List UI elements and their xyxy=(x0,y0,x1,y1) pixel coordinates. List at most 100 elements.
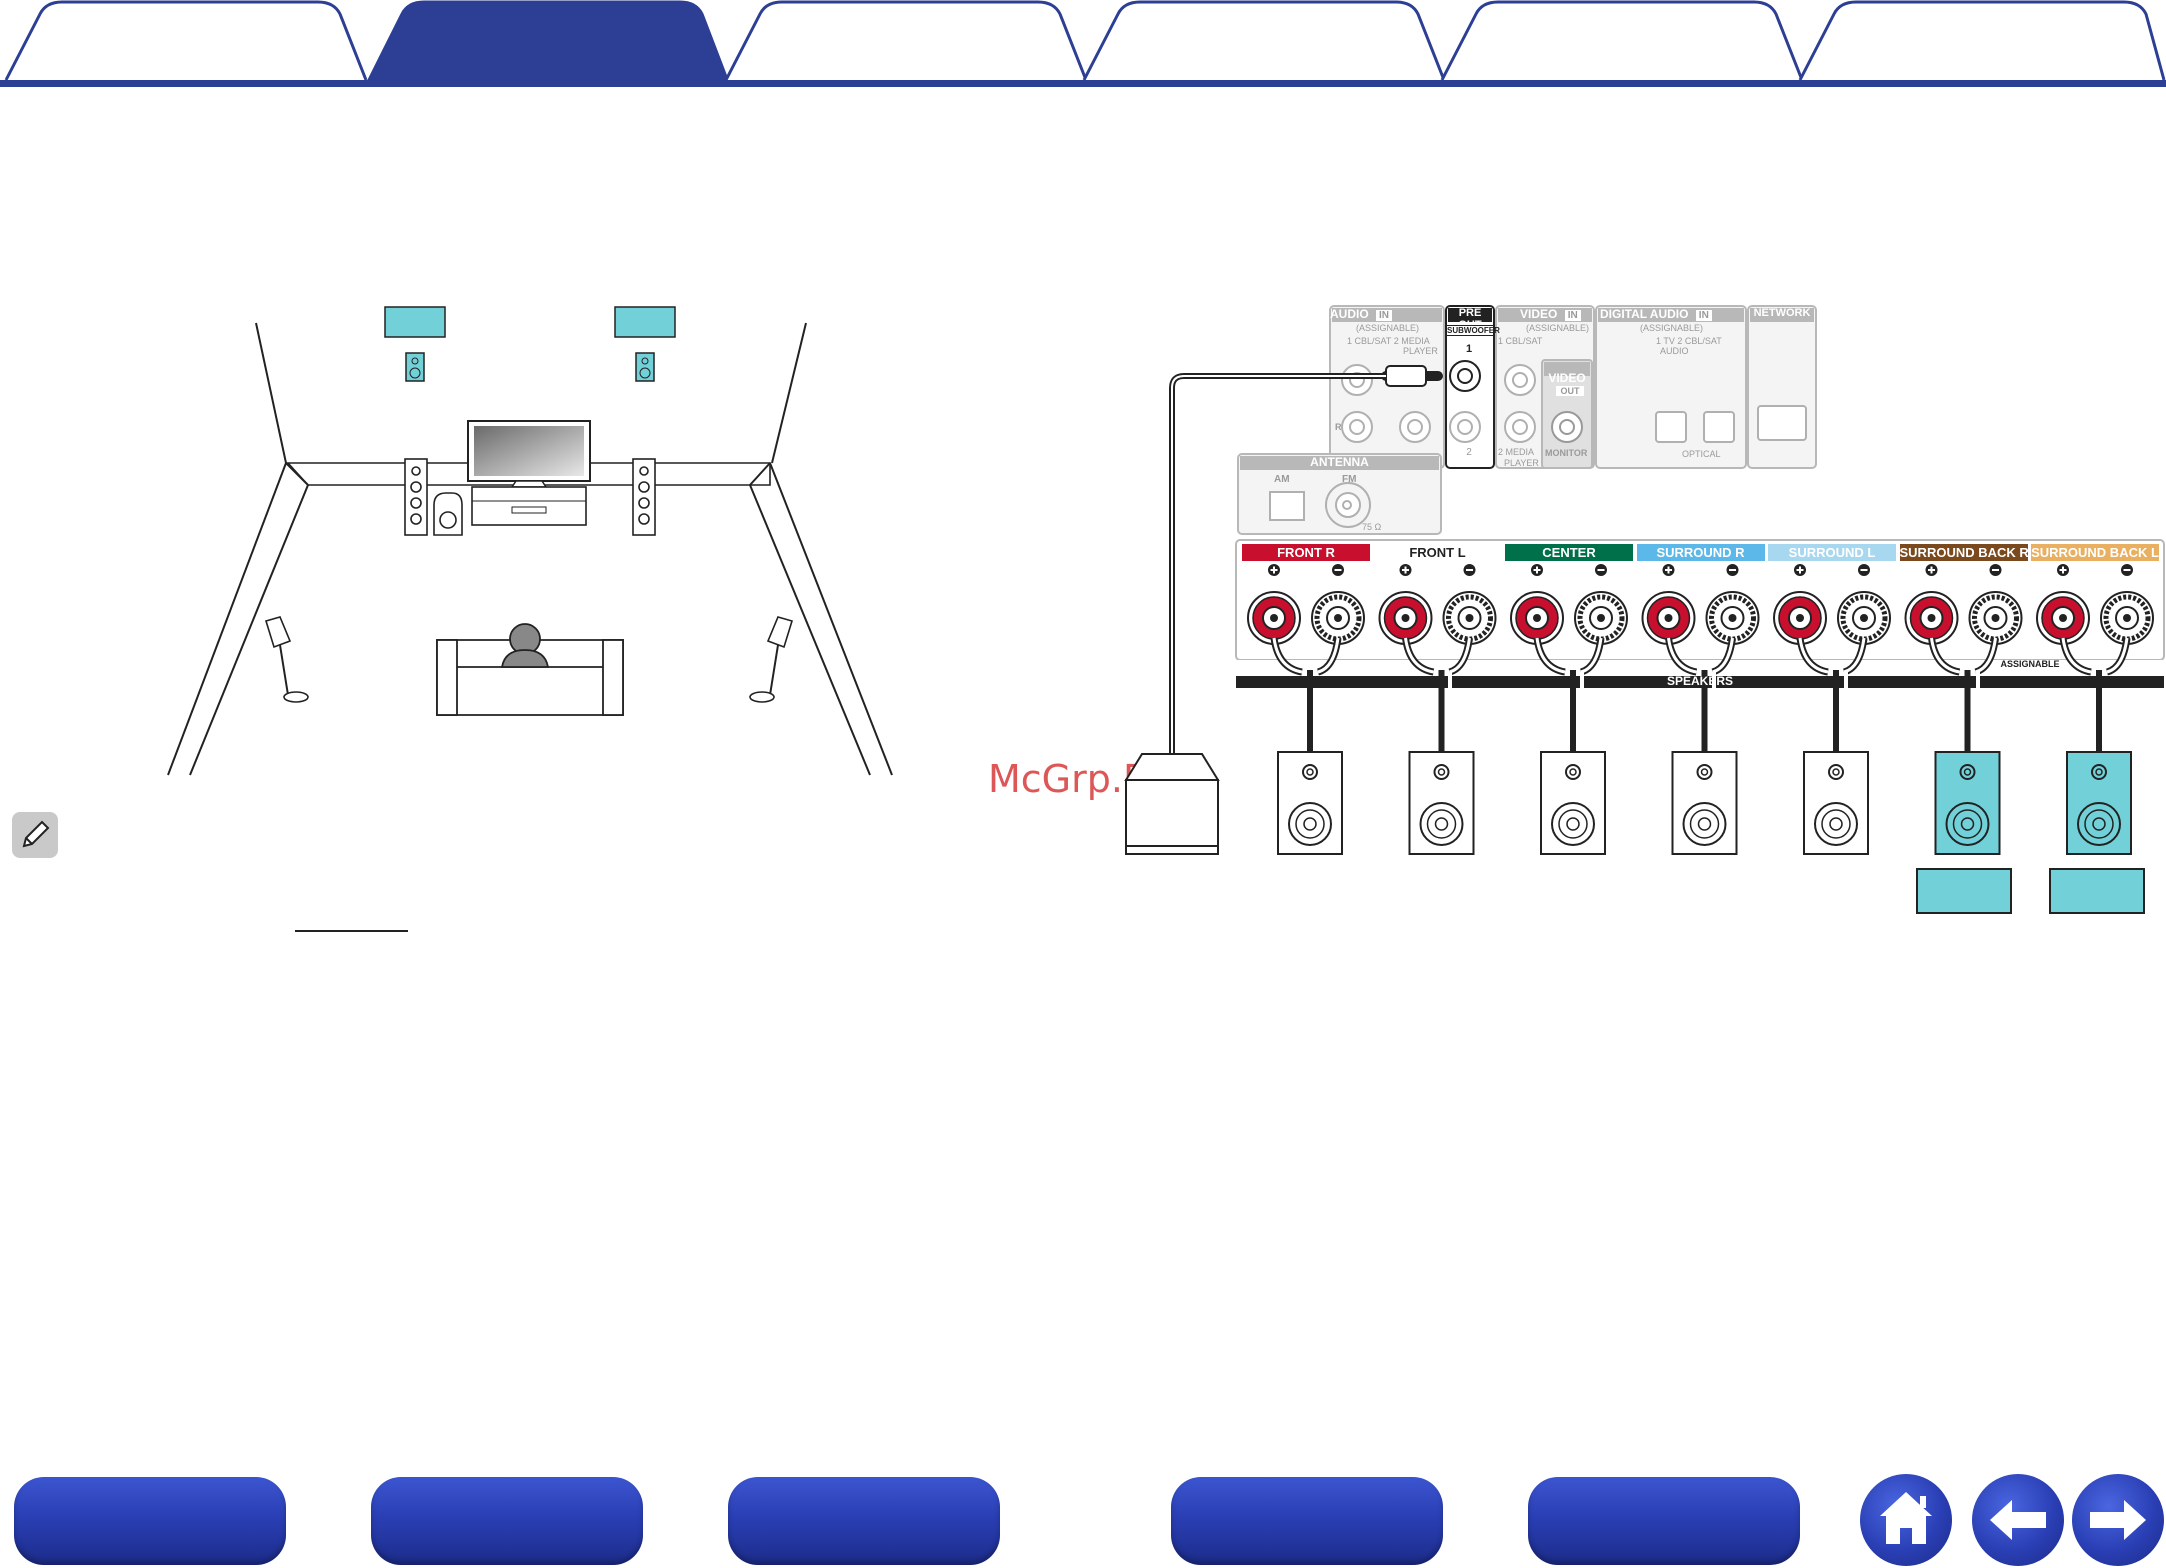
terminal-polarity-3 xyxy=(1531,564,1607,576)
tab-6[interactable] xyxy=(1794,0,2166,82)
nav-button-5[interactable] xyxy=(1528,1477,1800,1565)
back-button[interactable] xyxy=(1972,1474,2064,1566)
ohm-label: 75 Ω xyxy=(1362,522,1382,532)
nav-button-1[interactable] xyxy=(14,1477,286,1565)
speakers-label: SPEAKERS xyxy=(1666,674,1734,688)
speaker-box-5 xyxy=(1803,751,1869,855)
audio-in-badge: IN xyxy=(1376,310,1393,321)
network-label: NETWORK xyxy=(1753,307,1811,319)
surround-back-r-label-box xyxy=(1916,868,2012,914)
terminal-label-5: SURROUND L xyxy=(1768,544,1896,561)
subwoofer-out-label: SUBWOOFER xyxy=(1446,325,1500,336)
terminal-label-1: FRONT R xyxy=(1242,544,1370,561)
height-speaker-label-left xyxy=(384,306,446,338)
tab-3[interactable] xyxy=(720,0,1090,82)
terminal-positive-6[interactable] xyxy=(1904,591,1959,645)
surround-right-speaker-icon xyxy=(749,616,794,703)
terminal-label-7: SURROUND BACK L xyxy=(2031,544,2159,561)
digital-inputs-label: 1 TV 2 CBL/SAT xyxy=(1656,336,1722,346)
subwoofer-out-2: 2 xyxy=(1466,447,1472,458)
speaker-cable-5 xyxy=(1796,637,1868,752)
tab-2[interactable] xyxy=(362,0,732,82)
speaker-box-7 xyxy=(2066,751,2132,855)
audio-player-label: PLAYER xyxy=(1403,346,1438,356)
speaker-box-1 xyxy=(1277,751,1343,855)
home-icon xyxy=(1880,1492,1932,1544)
terminal-negative-6[interactable] xyxy=(1968,591,2023,645)
front-left-speaker-icon xyxy=(404,458,428,536)
subwoofer-icon xyxy=(1124,753,1220,855)
assignable-label: ASSIGNABLE xyxy=(2000,659,2060,669)
tv-icon xyxy=(467,420,591,526)
terminal-label-2: FRONT L xyxy=(1373,544,1502,561)
am-label: AM xyxy=(1274,474,1290,485)
terminal-positive-4[interactable] xyxy=(1641,591,1696,645)
terminal-negative-3[interactable] xyxy=(1574,591,1628,645)
height-speaker-left-icon xyxy=(405,352,425,382)
terminal-positive-5[interactable] xyxy=(1773,591,1827,645)
terminal-polarity-5 xyxy=(1794,564,1870,576)
forward-button[interactable] xyxy=(2072,1474,2164,1566)
digital-audio-sub-label: AUDIO xyxy=(1660,346,1689,356)
terminal-polarity-6 xyxy=(1925,564,2002,576)
audio-r-label: R xyxy=(1335,422,1342,432)
speaker-box-4 xyxy=(1671,751,1738,855)
optical-label: OPTICAL xyxy=(1682,449,1721,459)
speaker-cable-6 xyxy=(1928,637,1999,752)
home-button[interactable] xyxy=(1860,1474,1952,1566)
terminal-positive-2[interactable] xyxy=(1378,591,1433,645)
video-out-label: VIDEO xyxy=(1548,371,1586,385)
video-media-label: 2 MEDIA xyxy=(1498,447,1535,457)
tab-5[interactable] xyxy=(1436,0,1806,82)
front-right-speaker-icon xyxy=(632,458,656,536)
video-in-badge: IN xyxy=(1564,310,1581,321)
monitor-label: MONITOR xyxy=(1545,448,1588,458)
tab-bar-line xyxy=(0,80,2166,87)
subwoofer-room-icon xyxy=(433,492,463,536)
speaker-cable-1 xyxy=(1270,637,1342,752)
speaker-box-2 xyxy=(1408,751,1475,855)
nav-button-4[interactable] xyxy=(1171,1477,1443,1565)
listener-sofa-icon xyxy=(436,623,624,716)
terminal-negative-1[interactable] xyxy=(1311,591,1365,645)
terminal-negative-4[interactable] xyxy=(1705,591,1760,645)
height-speaker-label-right xyxy=(614,306,676,338)
audio-in-label: AUDIO xyxy=(1330,307,1369,321)
video-inputs-label: 1 CBL/SAT xyxy=(1498,336,1543,346)
nav-button-2[interactable] xyxy=(371,1477,643,1565)
arrow-right-icon xyxy=(2090,1500,2146,1540)
terminal-positive-1[interactable] xyxy=(1247,591,1301,645)
receiver-connection-diagram xyxy=(1124,305,2165,855)
terminal-negative-7[interactable] xyxy=(2100,591,2154,645)
terminal-negative-2[interactable] xyxy=(1442,591,1497,645)
surround-left-speaker-icon xyxy=(264,616,309,703)
video-in-label: VIDEO xyxy=(1520,307,1558,321)
terminal-positive-3[interactable] xyxy=(1510,591,1564,645)
room-layout-diagram xyxy=(167,306,893,776)
nav-button-3[interactable] xyxy=(728,1477,1000,1565)
arrow-left-icon xyxy=(1990,1500,2046,1540)
height-speaker-right-icon xyxy=(635,352,655,382)
terminal-label-3: CENTER xyxy=(1505,544,1633,561)
terminal-label-4: SURROUND R xyxy=(1636,544,1765,561)
video-player-label: PLAYER xyxy=(1504,458,1539,468)
speaker-cable-2 xyxy=(1402,637,1473,752)
digital-in-badge: IN xyxy=(1695,310,1712,321)
tab-1[interactable] xyxy=(0,0,370,82)
terminal-polarity-2 xyxy=(1399,564,1476,576)
link-underline xyxy=(295,930,408,932)
terminal-negative-5[interactable] xyxy=(1837,591,1891,645)
terminal-positive-7[interactable] xyxy=(2036,591,2090,645)
surround-back-l-label-box xyxy=(2049,868,2145,914)
fm-label: FM xyxy=(1342,474,1357,485)
video-out-badge: OUT xyxy=(1556,386,1584,396)
speaker-box-3 xyxy=(1540,751,1606,855)
tab-4[interactable] xyxy=(1078,0,1448,82)
antenna-label: ANTENNA xyxy=(1310,455,1369,469)
terminal-polarity-7 xyxy=(2057,564,2133,576)
video-assignable-label: (ASSIGNABLE) xyxy=(1526,323,1590,333)
audio-assignable-label: (ASSIGNABLE) xyxy=(1356,323,1420,333)
terminal-polarity-4 xyxy=(1662,564,1739,576)
subwoofer-out-1: 1 xyxy=(1465,343,1473,355)
pencil-icon xyxy=(12,812,58,858)
